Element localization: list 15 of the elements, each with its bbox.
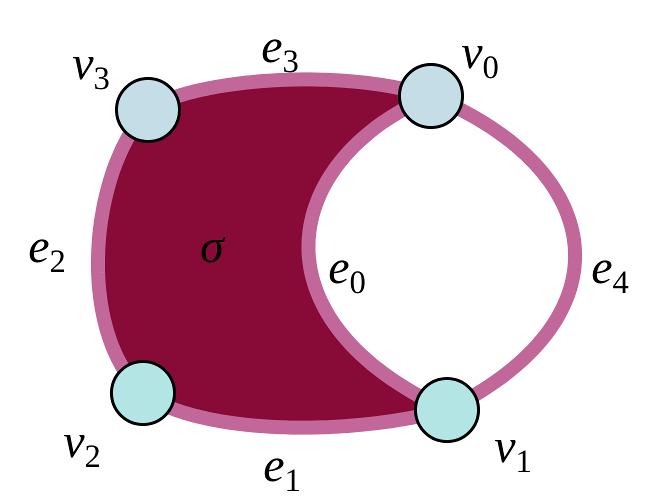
edge-line xyxy=(172,72,404,104)
edge-label: e$_{4}$ xyxy=(591,240,629,298)
edge-label: e$_{3}$ xyxy=(261,19,299,77)
edge-label: e$_{2}$ xyxy=(28,219,66,277)
vertex-label: v$_{3}$ xyxy=(72,36,110,94)
vertex-label: v$_{2}$ xyxy=(63,414,101,472)
edge-label: e$_{0}$ xyxy=(328,240,366,298)
edge-line xyxy=(302,104,423,402)
edge-line xyxy=(166,401,420,435)
vertex-label: v$_{1}$ xyxy=(494,419,532,477)
edge-line xyxy=(91,131,136,372)
edge-line xyxy=(456,102,582,402)
vertex-label: v$_{0}$ xyxy=(461,25,499,83)
edge-label: e$_{1}$ xyxy=(263,438,301,496)
face-label: σ xyxy=(200,218,224,275)
